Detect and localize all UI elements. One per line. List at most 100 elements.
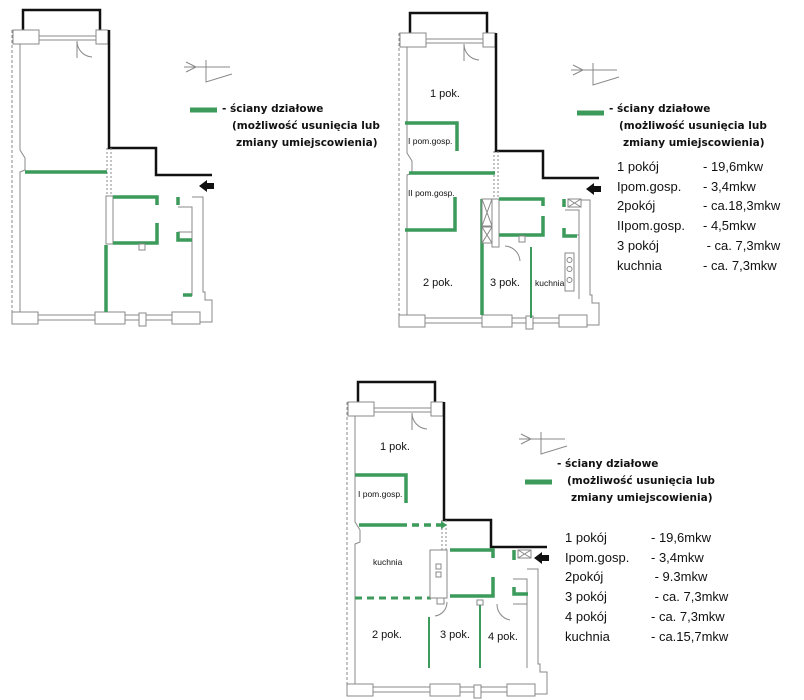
area-row: 2pokój - 9.3mkw — [565, 569, 708, 585]
wall-pillar — [95, 29, 109, 45]
kitchen-counter — [429, 549, 448, 599]
exterior-wall — [579, 199, 600, 326]
floor-plan-variant-b — [346, 380, 568, 699]
door-swing-icon — [411, 412, 428, 430]
stove-burner-icon — [566, 257, 573, 263]
door-swing-icon — [463, 43, 480, 61]
legend-title: - ściany działowe — [222, 103, 324, 115]
stove-burner-icon — [566, 266, 573, 272]
exterior-wall — [527, 568, 548, 695]
wall-pillar — [399, 32, 427, 48]
exterior-wall — [354, 416, 361, 684]
wall-niche — [436, 597, 445, 605]
room-label-4: 4 pok. — [488, 631, 518, 643]
wall-pillar — [171, 311, 201, 325]
partition-wall — [113, 195, 159, 205]
stove-burner-icon — [435, 563, 442, 570]
balcony-rail — [21, 8, 102, 32]
arrow-icon — [441, 521, 447, 529]
north-arrow-icon — [571, 63, 620, 86]
wall-pillar — [525, 315, 534, 330]
area-row: Ipom.gosp.- 3,4mkw — [617, 178, 756, 194]
partition-wall — [499, 216, 545, 237]
partition-wall — [355, 473, 408, 503]
north-arrow-icon — [205, 60, 233, 83]
room-label-storage-1: I pom.gosp. — [358, 489, 403, 499]
wall-pillar — [506, 683, 536, 697]
area-row: kuchnia- ca. 7,3mkw — [617, 257, 777, 273]
area-list-plan2: 1 pokój- 19,6mkw Ipom.gosp.- 3,4mkw 2pok… — [617, 157, 780, 275]
entrance-arrow-icon — [586, 183, 601, 195]
area-row: Ipom.gosp.- 3,4mkw — [565, 549, 704, 565]
shaft-cross — [481, 226, 493, 244]
legend-note-1: (możliwość usunięcia lub — [619, 120, 767, 132]
wall-outline — [491, 198, 500, 248]
room-label-2: 2 pok. — [423, 277, 453, 289]
wall-pillar — [482, 32, 496, 48]
area-row: 3 pokój - ca. 7,3mkw — [565, 589, 729, 605]
wall-pillar — [429, 683, 461, 697]
legend-note-1: (możliwość usunięcia lub — [567, 475, 715, 487]
shaft-cross — [481, 198, 493, 227]
door-swing-icon — [496, 603, 511, 621]
wall-outline — [513, 578, 528, 605]
area-row: 1 pokój- 19,6mkw — [617, 159, 763, 174]
load-bearing-wall — [494, 33, 599, 180]
shaft-cross — [517, 549, 532, 559]
legend-title: - ściany działowe — [557, 458, 659, 470]
wall-outline — [565, 209, 580, 236]
area-row: IIpom.gosp.- 4,5mkw — [617, 218, 756, 234]
room-label-kitchen: kuchnia — [535, 278, 565, 288]
legend-note-2: zmiany umiejscowienia) — [236, 137, 378, 149]
balcony-rail — [408, 11, 489, 35]
shaft-cross — [567, 198, 582, 208]
room-label-3: 3 pok. — [440, 629, 470, 641]
area-row: 3 pokój - ca. 7,3mkw — [617, 237, 781, 253]
legend-title: - ściany działowe — [609, 103, 711, 115]
stove-burner-icon — [566, 277, 573, 283]
entrance-arrow-icon — [199, 180, 214, 192]
north-arrow-icon — [592, 63, 620, 86]
wall-niche — [476, 599, 484, 606]
north-arrow-icon — [184, 60, 233, 83]
door-swing-icon — [504, 245, 521, 262]
partition-wall — [405, 121, 459, 151]
area-row: 2pokój- ca.18,3mkw — [617, 198, 781, 214]
room-label-storage-2: II pom.gosp. — [408, 188, 455, 198]
partition-wall — [176, 232, 192, 242]
legend-note-1: (możliwość usunięcia lub — [232, 120, 380, 132]
partition-wall — [512, 587, 528, 596]
room-label-storage-1: I pom.gosp. — [408, 136, 453, 146]
area-list-plan3: 1 pokój- 19,6mkw Ipom.gosp.- 3,4mkw 2pok… — [565, 528, 728, 646]
area-row: 1 pokój- 19,6mkw — [565, 530, 711, 545]
exterior-wall — [19, 44, 26, 312]
north-arrow-icon — [519, 432, 568, 455]
door-swing-icon — [76, 40, 93, 58]
stove-burner-icon — [435, 571, 442, 578]
partition-wall — [450, 548, 495, 558]
wall-pillar — [430, 401, 444, 417]
room-label-kitchen: kuchnia — [373, 557, 403, 567]
room-label-1: 1 pok. — [380, 441, 410, 453]
wall-pillar — [398, 314, 426, 328]
legend-plan3: - ściany działowe (możliwość usunięcia l… — [557, 456, 715, 507]
wall-pillar — [347, 401, 375, 417]
partition-wall — [405, 197, 457, 232]
wall-pillar — [473, 684, 482, 699]
entrance-arrow-icon — [534, 552, 549, 564]
floor-plan-variant-a — [398, 11, 620, 330]
wall-pillar — [11, 311, 39, 325]
door-swing-icon — [434, 601, 448, 617]
wall-pillar — [12, 29, 40, 45]
area-row: 4 pokój- ca. 7,3mkw — [565, 608, 725, 624]
room-label-3: 3 pok. — [490, 277, 520, 289]
exterior-wall — [192, 196, 213, 323]
load-bearing-wall — [107, 30, 212, 177]
wall-pillar — [138, 312, 147, 327]
partition-wall — [499, 197, 545, 206]
wall-niche — [518, 235, 526, 243]
wall-outline — [178, 206, 193, 233]
room-label-1: 1 pok. — [430, 88, 460, 100]
wall-pillar — [558, 314, 588, 328]
